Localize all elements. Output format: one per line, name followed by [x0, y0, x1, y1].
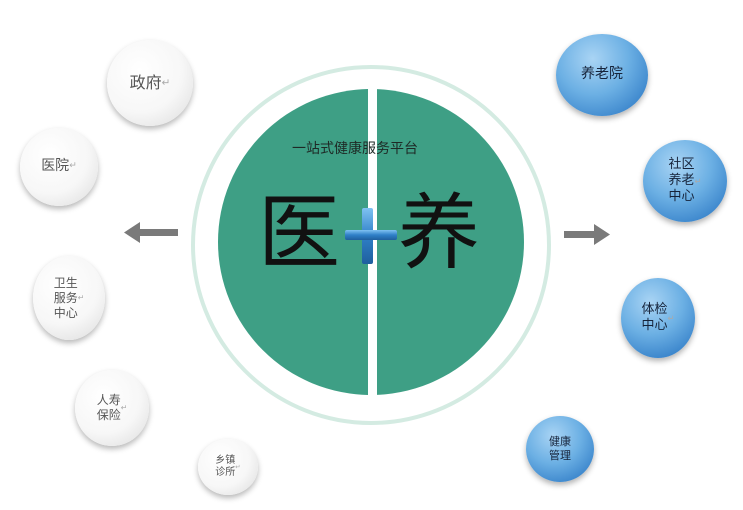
left-arrow-icon	[124, 222, 178, 243]
bubble-physical-exam-center: 体检 中心↵	[621, 278, 695, 358]
bubble-label: 养老院	[581, 66, 623, 83]
bubble-township-clinic: 乡镇 诊所↵	[198, 439, 258, 495]
bubble-label: 政府	[129, 73, 162, 92]
bubble-label: 乡镇 诊所	[215, 454, 236, 479]
platform-subtitle: 一站式健康服务平台	[292, 141, 418, 157]
bubble-health-management: 健康 管理	[526, 416, 594, 482]
green-right-half	[377, 89, 524, 395]
yi-character: 医	[258, 186, 341, 281]
bubble-health-service-center: 卫生 服务 中心↵	[33, 256, 105, 340]
bubble-hospital: 医院↵	[20, 128, 98, 206]
bubble-nursing-home: 养老院	[556, 34, 648, 116]
bubble-label: 体检 中心	[641, 301, 668, 333]
bubble-label: 人寿 保险	[96, 393, 121, 422]
plus-icon	[345, 208, 397, 264]
yang-character: 养	[398, 186, 481, 281]
bubble-life-insurance: 人寿 保险↵	[75, 370, 149, 446]
right-arrow-icon	[564, 224, 610, 245]
bubble-label: 医院	[41, 158, 70, 175]
bubble-label: 卫生 服务 中心	[53, 275, 78, 320]
outer-ring	[191, 65, 551, 425]
green-left-half	[218, 89, 368, 395]
bubble-government: 政府↵	[107, 40, 193, 126]
bubble-community-elderly-center: 社区 养老 中心↵	[643, 140, 727, 222]
bubble-label: 社区 养老 中心	[668, 156, 695, 205]
bubble-label: 健康 管理	[549, 435, 571, 462]
